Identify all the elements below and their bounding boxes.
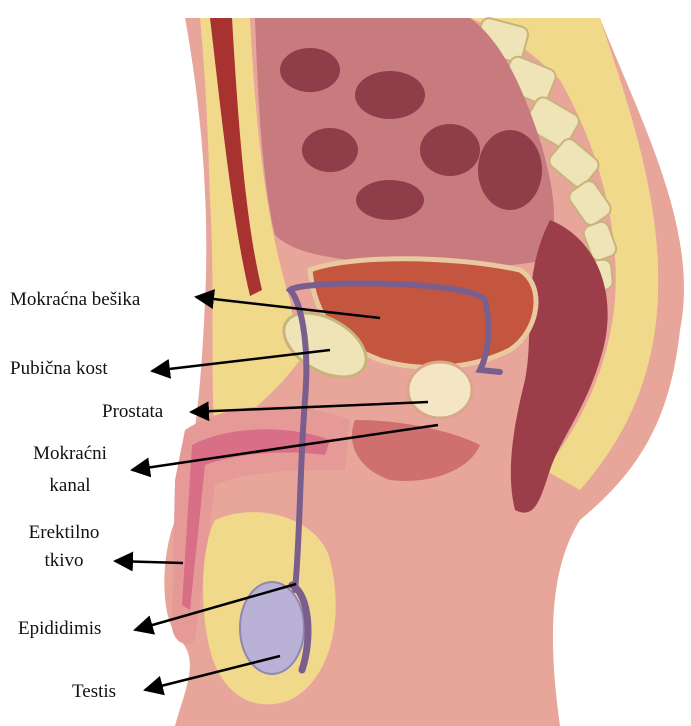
label-testis: Testis: [72, 681, 116, 703]
label-urethra: Mokraćni kanal: [10, 443, 130, 497]
label-prostate: Prostata: [102, 401, 163, 423]
label-erectile-line2: tkivo: [18, 550, 110, 572]
label-pubic-bone: Pubična kost: [10, 358, 108, 380]
label-erectile-line1: Erektilno: [18, 522, 110, 544]
label-bladder: Mokraćna bešika: [10, 289, 140, 311]
label-epididymis: Epididimis: [18, 618, 101, 640]
prostate: [408, 362, 472, 418]
label-erectile-tissue: Erektilno tkivo: [18, 522, 110, 572]
label-urethra-line2: kanal: [10, 475, 130, 497]
label-urethra-line1: Mokraćni: [10, 443, 130, 465]
testis: [240, 582, 304, 674]
